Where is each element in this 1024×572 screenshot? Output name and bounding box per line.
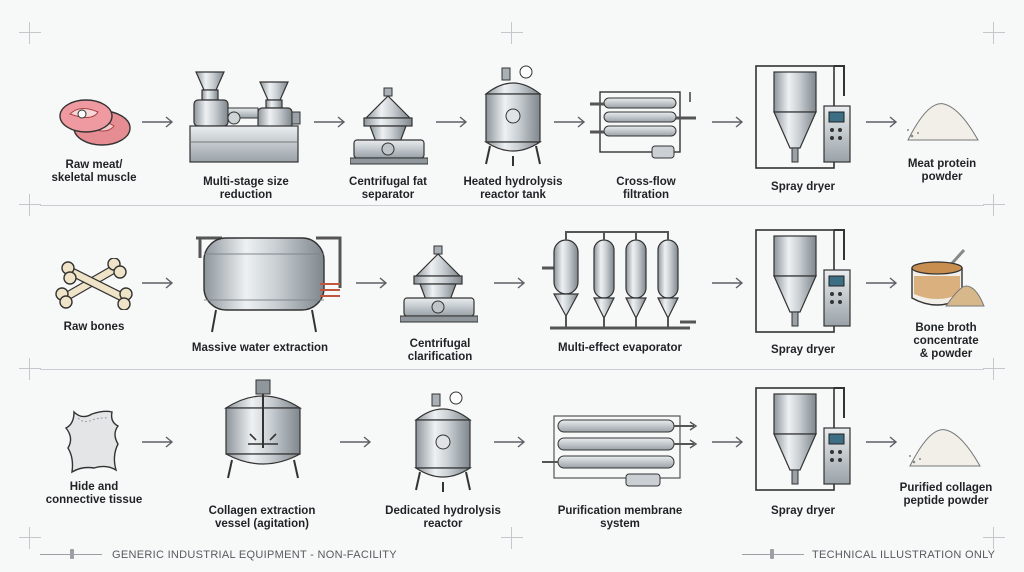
registration-mark [983,194,1005,216]
registration-mark [501,527,523,549]
step-label: Multi-stage size reduction [203,176,289,201]
centrifuge-icon [349,86,429,168]
flow-arrow [866,436,898,448]
registration-mark [19,358,41,380]
registration-mark [983,527,1005,549]
flow-arrow [142,277,174,289]
registration-mark [983,358,1005,380]
footer-rule-left [40,549,102,559]
flow-arrow [340,436,372,448]
step-label: Cross-flow filtration [616,176,676,201]
flow-arrow [314,116,346,128]
flow-arrow [712,436,744,448]
spray-dryer-icon [752,222,856,336]
footer-right-text: TECHNICAL ILLUSTRATION ONLY [812,549,996,561]
step-label: Heated hydrolysis reactor tank [463,176,563,201]
step-label: Massive water extraction [191,342,329,354]
centrifuge-icon [399,244,479,326]
step-label: Raw meat/ skeletal muscle [51,159,137,184]
registration-mark [983,22,1005,44]
step-label: Raw bones [63,321,125,333]
step-label: Purified collagen peptide powder [899,482,993,507]
step-label: Spray dryer [771,505,835,517]
step-label: Bone broth concentrate & powder [913,322,979,360]
grinder-icon [188,68,306,166]
step-label: Collagen extraction vessel (agitation) [208,505,316,530]
step-label: Dedicated hydrolysis reactor [385,505,501,530]
extraction-tank-icon [192,224,346,336]
registration-mark [19,527,41,549]
spray-dryer-icon [752,380,856,494]
footer-left-text: GENERIC INDUSTRIAL EQUIPMENT - NON-FACIL… [112,549,397,561]
step-label: Spray dryer [771,344,835,356]
footer-rule-right [742,549,804,559]
registration-mark [501,22,523,44]
step-label: Centrifugal fat separator [349,176,427,201]
flow-arrow [712,277,744,289]
flow-arrow [554,116,586,128]
registration-mark [19,194,41,216]
flow-arrow [142,116,174,128]
hide-icon [60,408,126,474]
flow-arrow [712,116,744,128]
evaporator-icon [540,230,700,334]
flow-arrow [356,277,388,289]
raw-meat-icon [56,94,132,150]
broth-bowl-icon [906,246,986,312]
step-label: Meat protein powder [907,158,977,183]
filtration-icon [590,88,702,166]
row-divider [40,205,984,206]
powder-icon [904,100,980,144]
reactor-icon [410,390,476,494]
registration-mark [19,22,41,44]
flow-arrow [866,277,898,289]
flow-arrow [494,277,526,289]
flow-arrow [866,116,898,128]
step-label: Hide and connective tissue [45,481,143,506]
bones-icon [54,257,134,311]
step-label: Purification membrane system [557,505,683,530]
step-label: Centrifugal clarification [407,338,473,363]
membrane-icon [540,410,700,494]
powder-icon [906,426,982,470]
agitated-vessel-icon [218,378,308,482]
spray-dryer-icon [752,58,856,172]
row-divider [40,369,984,370]
step-label: Spray dryer [771,181,835,193]
flow-arrow [494,436,526,448]
reactor-icon [480,64,546,168]
flow-arrow [436,116,468,128]
step-label: Multi-effect evaporator [558,342,682,354]
flow-arrow [142,436,174,448]
